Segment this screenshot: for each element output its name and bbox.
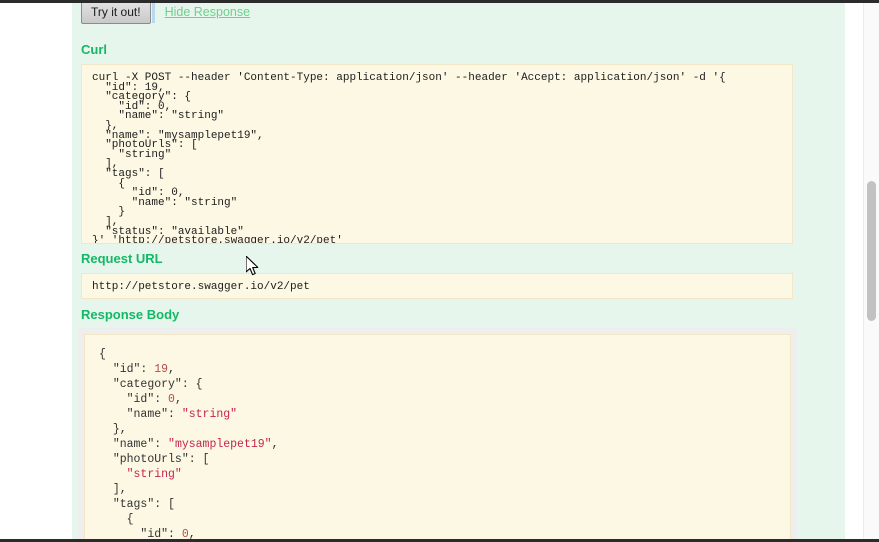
- response-body-json: { "id": 19, "category": { "id": 0, "name…: [84, 334, 791, 539]
- window-bottom-edge: [0, 539, 879, 542]
- page-canvas: Try it out! Hide Response Curl curl -X P…: [0, 3, 879, 539]
- try-it-out-button[interactable]: Try it out!: [81, 3, 151, 24]
- response-body-section-heading: Response Body: [81, 307, 180, 322]
- browser-scrollbar-track[interactable]: [863, 3, 879, 539]
- submit-row: Try it out! Hide Response: [81, 3, 250, 27]
- response-body-container: { "id": 19, "category": { "id": 0, "name…: [78, 328, 797, 539]
- response-toggle-separator: [151, 3, 155, 23]
- request-url-section-heading: Request URL: [81, 251, 163, 266]
- curl-section-heading: Curl: [81, 42, 107, 57]
- request-url-value: http://petstore.swagger.io/v2/pet: [81, 273, 793, 299]
- window-top-edge: [0, 0, 879, 3]
- browser-scrollbar-thumb[interactable]: [867, 181, 876, 321]
- curl-command-block: curl -X POST --header 'Content-Type: app…: [81, 64, 793, 244]
- hide-response-link[interactable]: Hide Response: [164, 5, 251, 19]
- operation-response-panel: Try it out! Hide Response Curl curl -X P…: [72, 3, 845, 539]
